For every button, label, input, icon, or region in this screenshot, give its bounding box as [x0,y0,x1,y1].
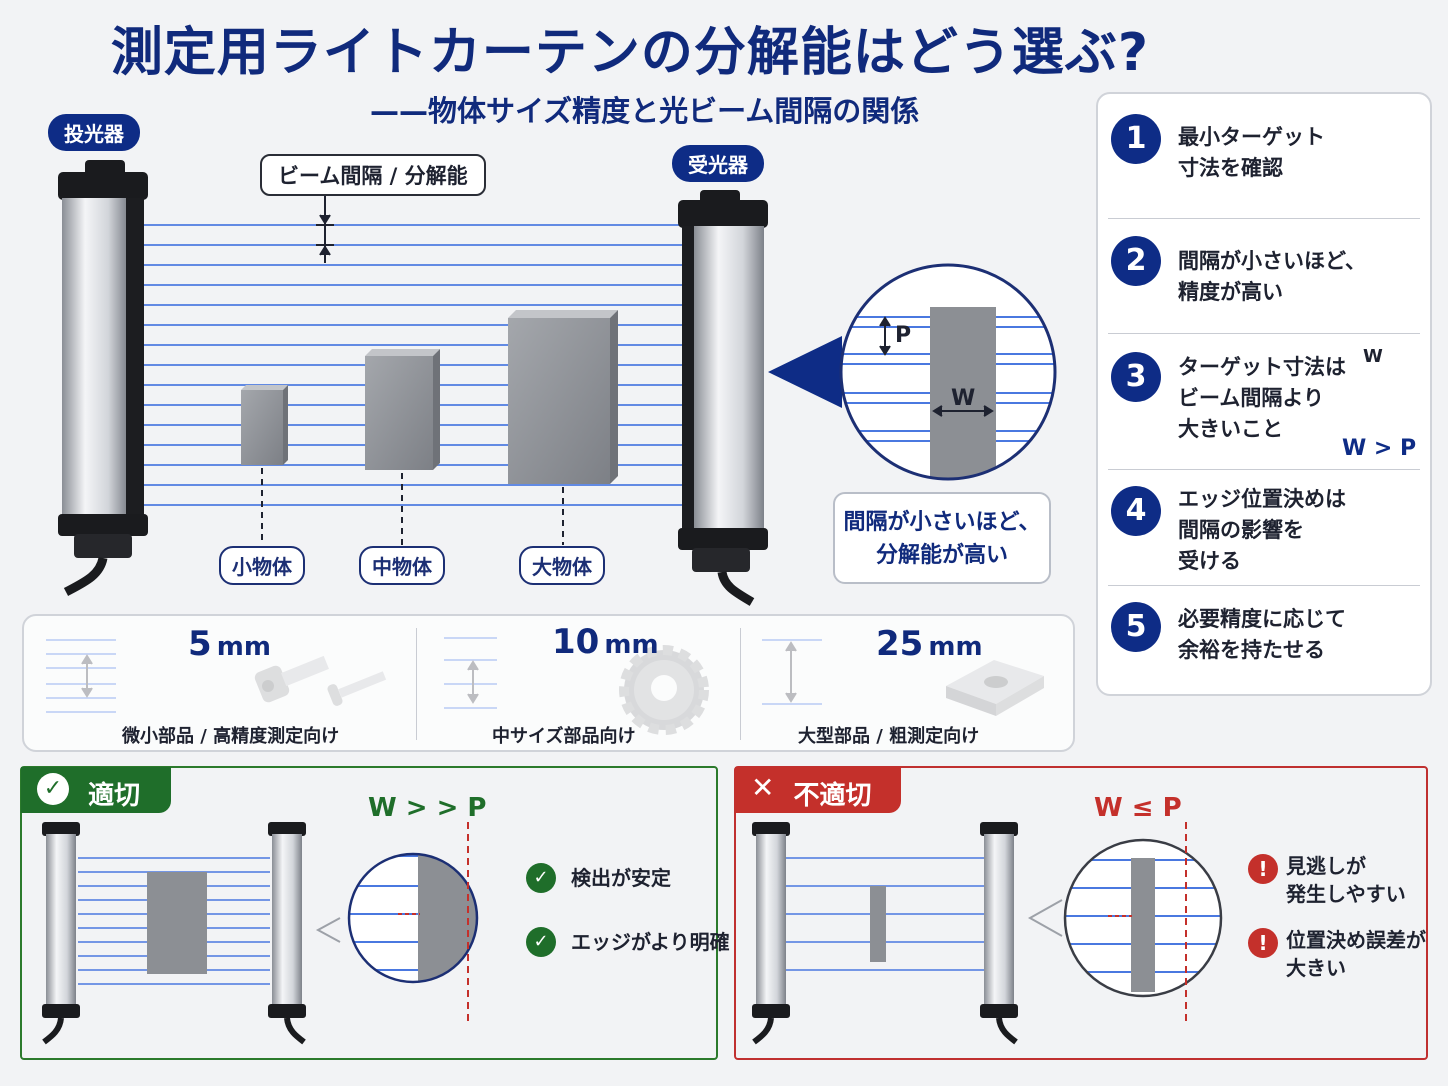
step-1-line-2: 寸法を確認 [1178,156,1283,180]
step-4-line-2: 間隔の影響を [1178,518,1304,542]
good-bullet-2-text: エッジがより明確 [570,929,730,954]
zoom-p-label: P [895,323,912,348]
res-5mm-value: 5 mm [188,624,271,664]
bad-mini-diagram [752,822,1223,1045]
res-25mm-unit: mm [928,632,983,662]
zoom-w-label: W [951,386,976,411]
step-3-relation: W > P [1342,436,1417,461]
resolution-divider [740,628,741,740]
medium-object [365,349,440,470]
bad-header: ✕ 不適切 [735,767,901,813]
check-circle-icon: ✓ [526,862,556,893]
step-4-line-1: エッジ位置決めは [1178,487,1346,511]
resolution-divider [416,628,417,740]
step-2-number: 2 [1111,236,1161,286]
res-5mm-number: 5 [188,624,212,664]
bad-bullet-2-line-1: 位置決め誤差が [1286,928,1426,952]
step-divider [1108,585,1420,586]
step-3-w-label: W [1363,346,1383,367]
bad-relation: W ≤ P [1094,793,1182,823]
page-subtitle: ——物体サイズ精度と光ビーム間隔の関係 [370,94,920,128]
emitter-label: 投光器 [48,114,140,151]
step-3-line-2: ビーム間隔より [1178,386,1324,410]
step-5-number: 5 [1111,602,1161,652]
receiver-label: 受光器 [672,145,764,182]
good-label: 適切 [88,781,141,811]
bad-label: 不適切 [793,781,872,811]
step-5-line-1: 必要精度に応じて [1178,607,1346,631]
step-divider [1108,469,1420,470]
res-25mm-value: 25 mm [876,624,983,664]
good-example-panel [20,766,718,1060]
zoom-circle [839,263,1057,481]
callout-line-1: 間隔が小さいほど、 [843,510,1041,535]
step-1-number: 1 [1111,114,1161,164]
step-4-number: 4 [1111,486,1161,536]
step-5-line-2: 余裕を持たせる [1178,638,1325,662]
beam-spacing-marker [316,192,334,263]
warning-icon: ! [1248,928,1278,958]
receiver-device [678,190,768,606]
step-4-text: エッジ位置決めは 間隔の影響を 受ける [1178,484,1346,577]
good-bullet-1-text: 検出が安定 [570,865,671,890]
emitter-device [58,160,148,596]
bad-bullet-1-line-1: 見逃しが [1286,854,1366,878]
warning-icon: ! [1248,854,1278,884]
resolution-panel [22,614,1075,752]
large-object [508,310,618,484]
step-2-line-1: 間隔が小さいほど、 [1178,249,1366,273]
step-2-text: 間隔が小さいほど、 精度が高い [1178,246,1366,308]
step-3-line-3: 大きいこと [1178,417,1283,441]
large-object-label: 大物体 [519,546,605,585]
good-relation: W > > P [368,793,487,823]
step-2-line-2: 精度が高い [1178,280,1283,304]
step-4-line-3: 受ける [1178,549,1241,573]
bad-example-panel [734,766,1428,1060]
step-1-text: 最小ターゲット 寸法を確認 [1178,122,1325,184]
step-5-text: 必要精度に応じて 余裕を持たせる [1178,604,1346,666]
step-3-number: 3 [1111,352,1161,402]
res-10mm-unit: mm [604,630,659,660]
check-icon: ✓ [37,773,69,805]
small-object [241,385,288,465]
beam-spacing-label: ビーム間隔 / 分解能 [260,154,486,196]
res-10mm-number: 10 [552,622,600,662]
step-3-line-1: ターゲット寸法は [1178,355,1346,379]
res-25mm-caption: 大型部品 / 粗測定向け [798,726,980,747]
medium-object-label: 中物体 [359,546,445,585]
step-3-text: ターゲット寸法は ビーム間隔より 大きいこと [1178,352,1346,445]
good-bullet-2: ✓ エッジがより明確 [526,926,730,957]
res-5mm-caption: 微小部品 / 高精度測定向け [122,726,340,747]
zoom-pointer [768,336,842,408]
close-icon: ✕ [751,771,775,804]
bad-bullet-1-line-2: 発生しやすい [1286,882,1406,906]
step-1-line-1: 最小ターゲット [1178,125,1325,149]
page-title: 測定用ライトカーテンの分解能はどう選ぶ? [110,23,1150,83]
res-10mm-caption: 中サイズ部品向け [492,726,636,747]
good-mini-diagram [42,822,479,1045]
res-10mm-value: 10 mm [552,622,659,662]
good-bullet-1: ✓ 検出が安定 [526,862,671,893]
step-divider [1108,218,1420,219]
res-25mm-number: 25 [876,624,924,664]
step-divider [1108,333,1420,334]
small-object-label: 小物体 [219,546,305,585]
bad-bullet-1: ! 見逃しが 発生しやすい [1248,852,1406,908]
good-header: ✓ 適切 [21,767,171,813]
bad-bullet-2: ! 位置決め誤差が 大きい [1248,926,1426,982]
resolution-callout: 間隔が小さいほど、 分解能が高い [833,492,1051,584]
check-circle-icon: ✓ [526,926,556,957]
bad-bullet-2-line-2: 大きい [1286,956,1346,980]
callout-line-2: 分解能が高い [875,543,1008,568]
res-5mm-unit: mm [216,632,271,662]
